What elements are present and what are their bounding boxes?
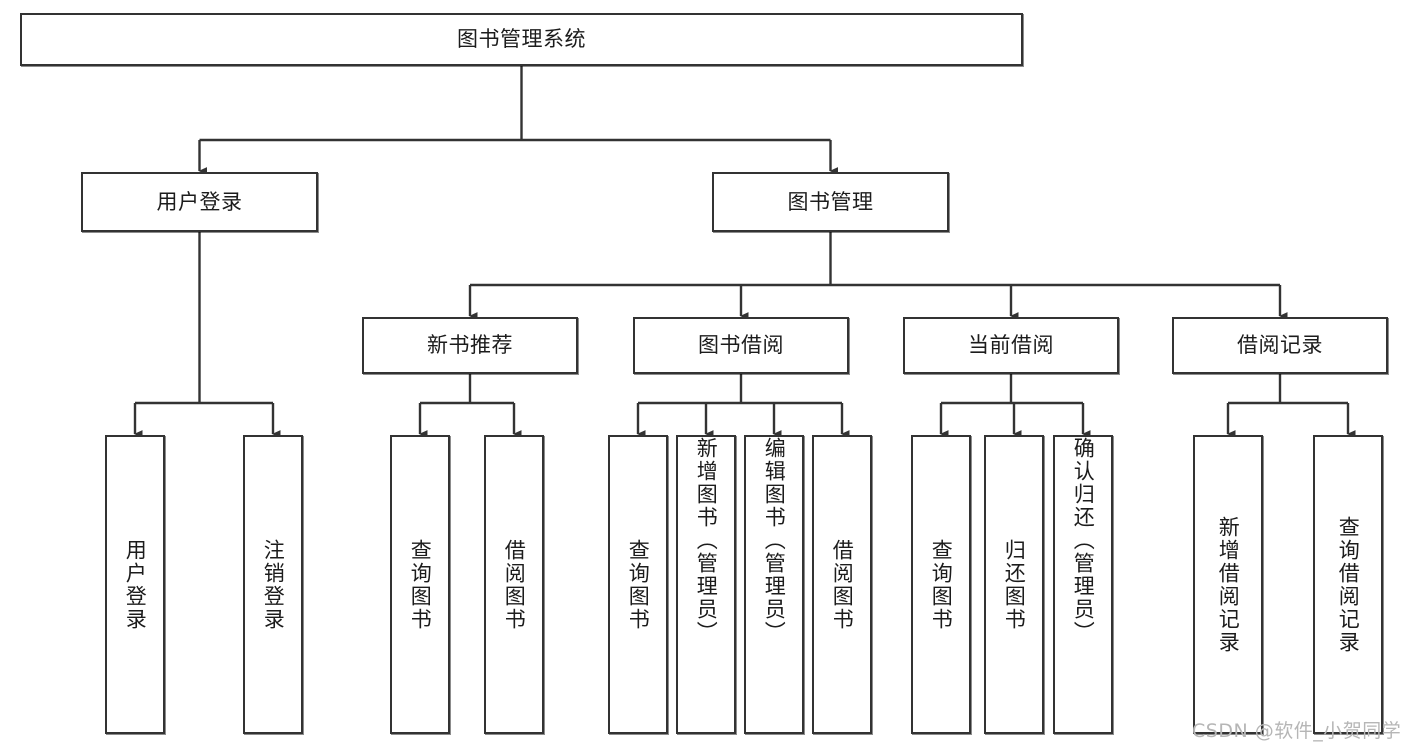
node-label: 当前借阅 bbox=[968, 333, 1054, 358]
node-label: 确认归还（管理员） bbox=[1071, 437, 1096, 644]
node-leaf-query-book-1[interactable]: 查询图书 bbox=[390, 435, 450, 734]
node-label: 查询图书 bbox=[929, 538, 954, 631]
node-current-borrow[interactable]: 当前借阅 bbox=[903, 317, 1119, 374]
node-label: 图书借阅 bbox=[698, 333, 784, 358]
node-leaf-edit-book[interactable]: 编辑图书（管理员） bbox=[744, 435, 804, 734]
node-leaf-user-logout[interactable]: 注销登录 bbox=[243, 435, 303, 734]
node-root[interactable]: 图书管理系统 bbox=[20, 13, 1023, 66]
node-label: 用户登录 bbox=[156, 189, 243, 214]
node-leaf-confirm-return[interactable]: 确认归还（管理员） bbox=[1053, 435, 1113, 734]
node-leaf-add-borrow-record[interactable]: 新增借阅记录 bbox=[1193, 435, 1263, 734]
node-label: 归还图书 bbox=[1002, 538, 1027, 631]
node-leaf-borrow-book-2[interactable]: 借阅图书 bbox=[812, 435, 872, 734]
node-new-book-rec[interactable]: 新书推荐 bbox=[362, 317, 578, 374]
node-leaf-query-borrow-record[interactable]: 查询借阅记录 bbox=[1313, 435, 1383, 734]
node-book-manage[interactable]: 图书管理 bbox=[712, 172, 949, 232]
node-label: 查询借阅记录 bbox=[1336, 515, 1361, 654]
node-leaf-return-book[interactable]: 归还图书 bbox=[984, 435, 1044, 734]
node-label: 用户登录 bbox=[123, 538, 148, 631]
watermark-text: CSDN @软件_小贺同学 bbox=[1192, 720, 1402, 742]
node-label: 查询图书 bbox=[626, 538, 651, 631]
node-label: 注销登录 bbox=[261, 538, 286, 631]
node-label: 借阅图书 bbox=[502, 538, 527, 631]
node-borrow-record[interactable]: 借阅记录 bbox=[1172, 317, 1388, 374]
node-label: 借阅记录 bbox=[1237, 333, 1323, 358]
node-label: 新增借阅记录 bbox=[1216, 515, 1241, 654]
node-user-login[interactable]: 用户登录 bbox=[81, 172, 318, 232]
node-label: 新书推荐 bbox=[427, 333, 513, 358]
node-label: 图书管理 bbox=[787, 189, 874, 214]
node-leaf-add-book[interactable]: 新增图书（管理员） bbox=[676, 435, 736, 734]
node-label: 借阅图书 bbox=[830, 538, 855, 631]
node-label: 图书管理系统 bbox=[457, 27, 586, 52]
node-label: 新增图书（管理员） bbox=[694, 437, 719, 644]
node-label: 编辑图书（管理员） bbox=[762, 437, 787, 644]
node-leaf-user-login[interactable]: 用户登录 bbox=[105, 435, 165, 734]
node-book-borrow[interactable]: 图书借阅 bbox=[633, 317, 849, 374]
node-label: 查询图书 bbox=[408, 538, 433, 631]
node-leaf-query-book-3[interactable]: 查询图书 bbox=[911, 435, 971, 734]
node-leaf-borrow-book-1[interactable]: 借阅图书 bbox=[484, 435, 544, 734]
node-leaf-query-book-2[interactable]: 查询图书 bbox=[608, 435, 668, 734]
